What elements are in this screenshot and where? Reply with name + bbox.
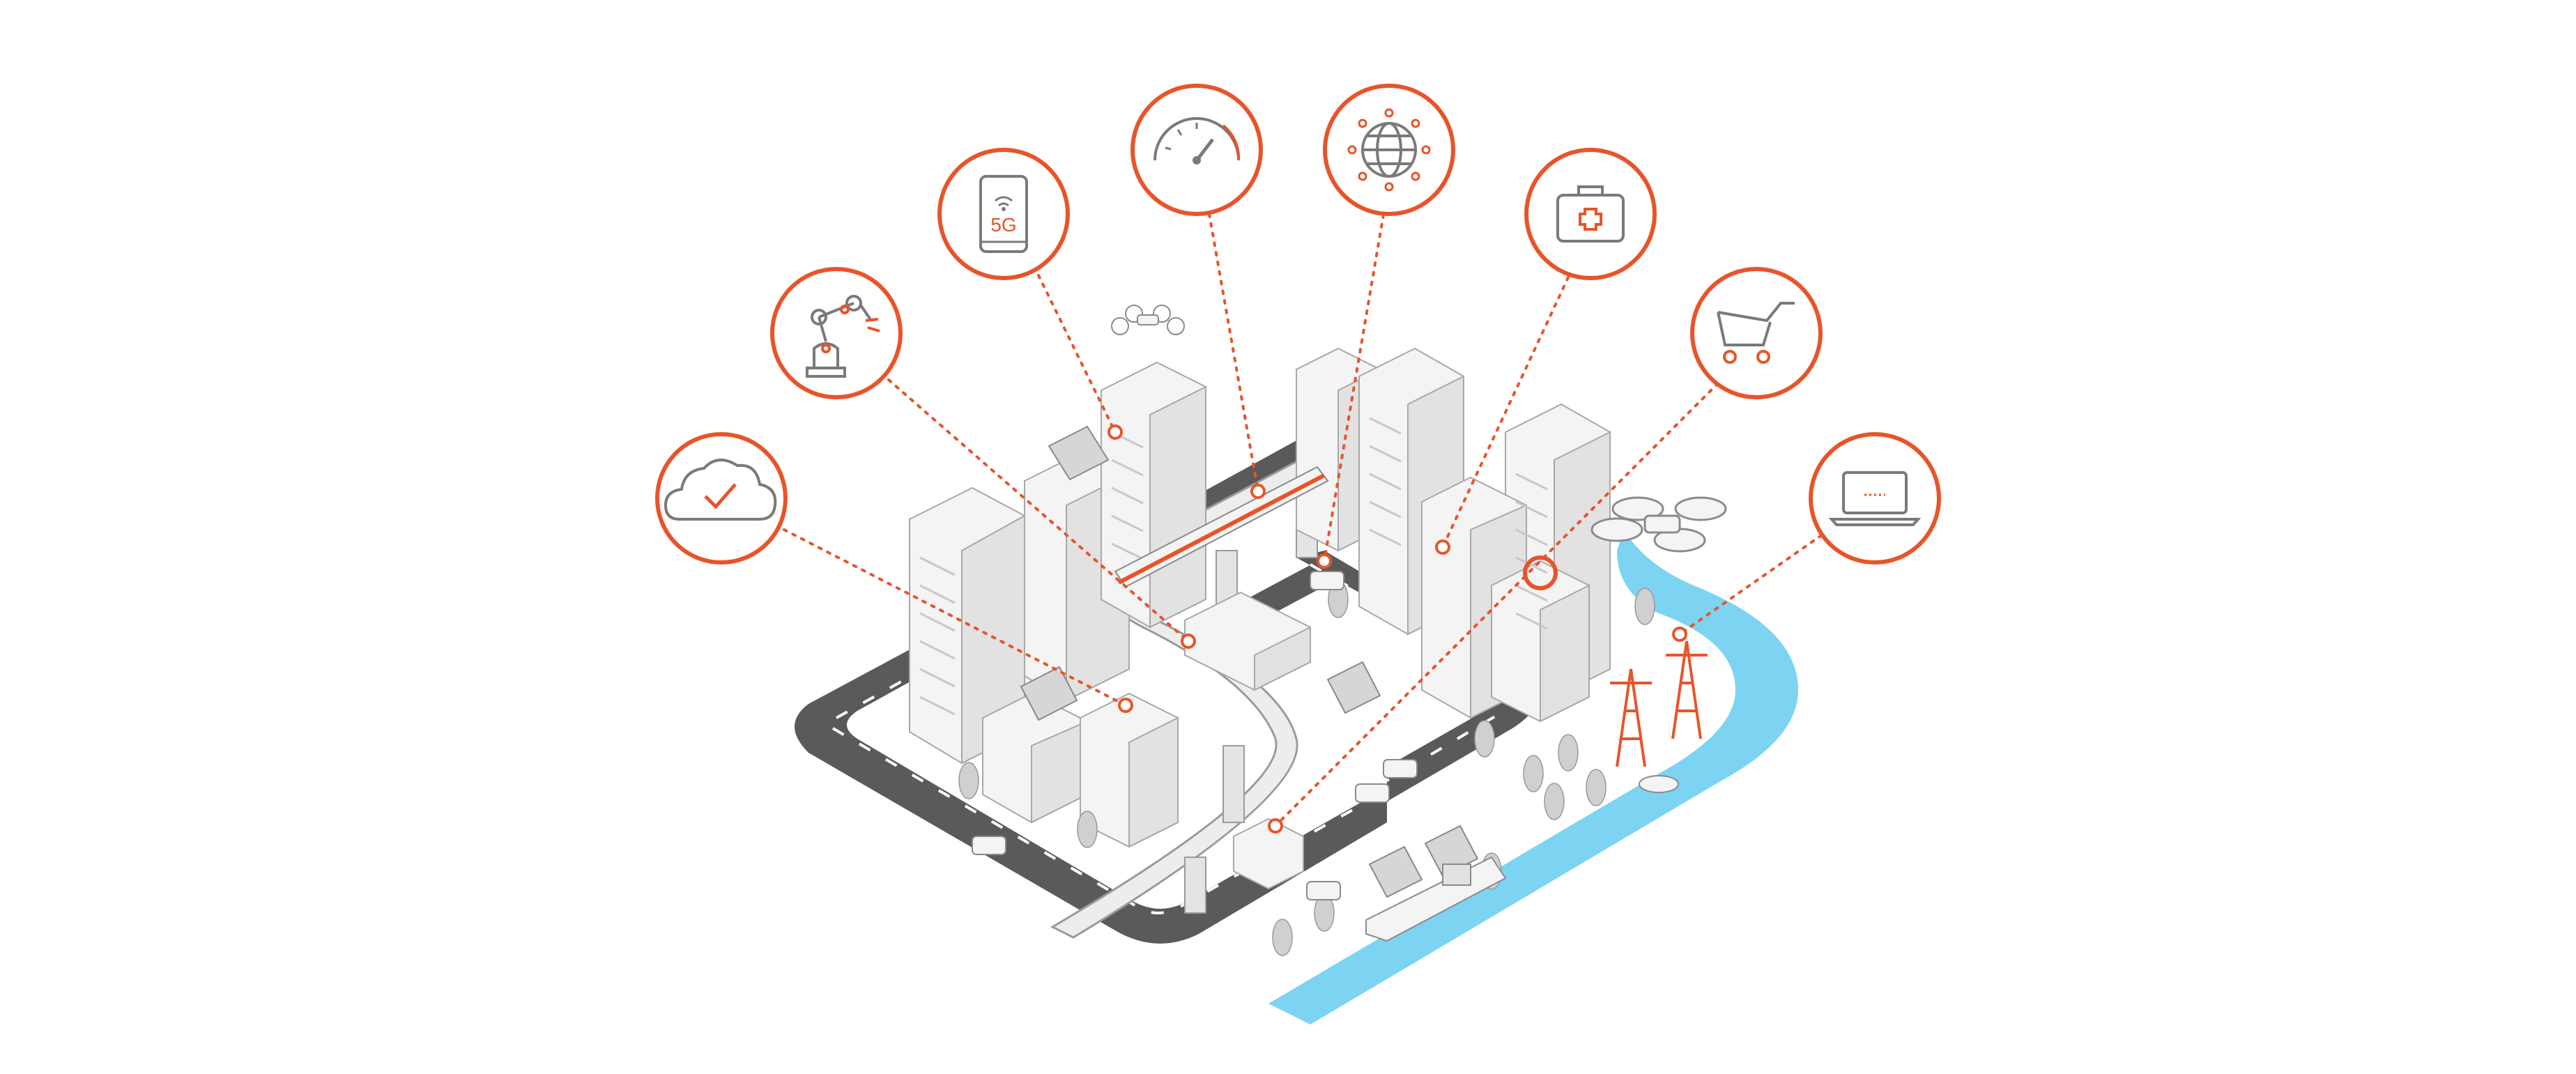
- speedometer-icon: [1130, 84, 1263, 216]
- cargo-ship: [1365, 856, 1507, 942]
- shopping-cart-icon: [1690, 267, 1823, 399]
- 5g-label: 5G: [990, 214, 1016, 236]
- drone-small: [1111, 305, 1185, 335]
- solar-panels: [1020, 425, 1479, 898]
- cars: [972, 571, 1418, 900]
- connector-lines: [783, 213, 1831, 827]
- laptop-icon: [1809, 432, 1941, 565]
- robot-arm-icon: [770, 267, 903, 399]
- river: [1268, 530, 1798, 1025]
- globe-network-icon: [1323, 84, 1455, 216]
- trees: [958, 581, 1655, 956]
- smartphone-5g-icon: 5G: [937, 148, 1070, 280]
- window-stripes: [919, 417, 1548, 716]
- power-pylons: [1610, 640, 1708, 767]
- drone-large: [1590, 496, 1727, 553]
- train: [1114, 466, 1329, 588]
- medical-kit-icon: [1524, 148, 1657, 280]
- connector-dots: [1107, 424, 1687, 834]
- cloud-check-icon: [655, 432, 788, 565]
- small-boat: [1639, 775, 1679, 793]
- helipad: [1523, 555, 1558, 590]
- city-buildings: [909, 347, 1611, 890]
